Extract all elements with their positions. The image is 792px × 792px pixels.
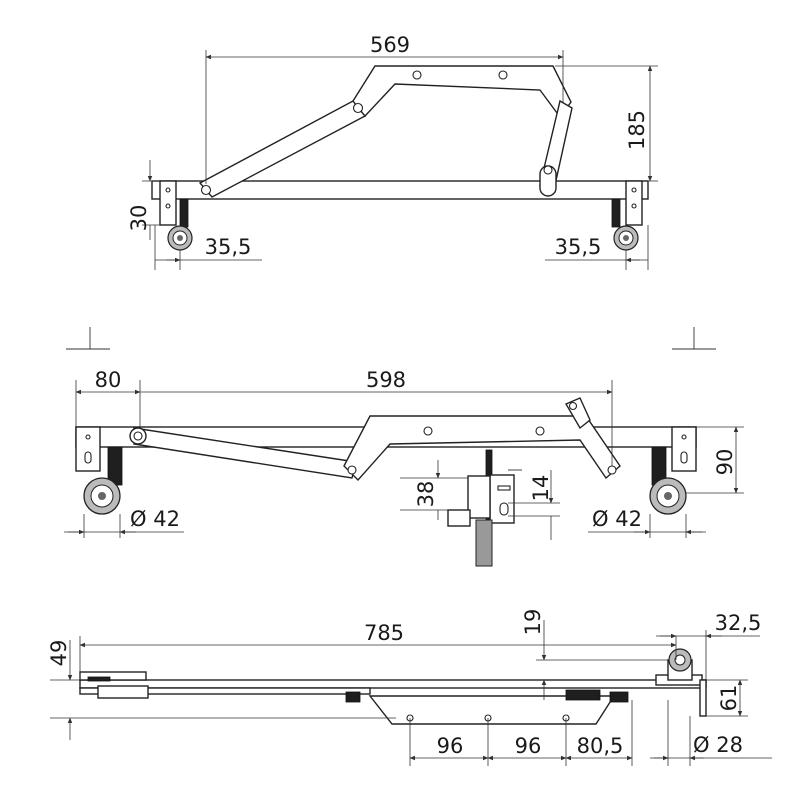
center-bracket [447, 449, 522, 567]
dim-80: 80 [95, 368, 122, 392]
dim-80-5: 80,5 [577, 734, 624, 758]
dim-569: 569 [370, 33, 410, 57]
side-left-bracket [75, 426, 101, 472]
bottom-wheel-assembly [655, 648, 707, 717]
dim-38: 38 [414, 481, 438, 508]
dim-30: 30 [127, 205, 151, 232]
dim-96-first: 96 [437, 734, 464, 758]
dim-785: 785 [364, 621, 404, 645]
dim-35-5-left: 35,5 [205, 235, 252, 259]
bottom-rail [79, 679, 707, 689]
top-left-bracket [159, 180, 177, 226]
top-base-rail [151, 180, 649, 200]
dim-90: 90 [713, 449, 737, 476]
bottom-plate [368, 695, 616, 725]
dim-dia-42-right: Ø 42 [592, 507, 642, 531]
dim-19: 19 [521, 609, 545, 636]
side-right-wheel [649, 477, 687, 515]
bottom-view: 785 49 19 32,5 61 96 96 80,5 [47, 609, 772, 766]
side-left-wheel [83, 477, 121, 515]
top-left-wheel [167, 225, 193, 251]
side-right-bracket [671, 426, 697, 472]
dim-14: 14 [529, 475, 553, 502]
dim-32-5: 32,5 [715, 611, 762, 635]
dim-49: 49 [47, 640, 71, 667]
dim-dia-28: Ø 28 [693, 733, 743, 757]
dim-dia-42-left: Ø 42 [130, 507, 180, 531]
side-view: 80 598 90 38 14 Ø 42 Ø 42 [64, 327, 744, 567]
top-right-wheel [613, 225, 639, 251]
dim-96-second: 96 [515, 734, 542, 758]
dim-35-5-right: 35,5 [555, 235, 602, 259]
top-left-spacer [179, 198, 189, 228]
top-plate [352, 65, 572, 119]
top-view: 569 185 30 35,5 35,5 [127, 33, 658, 270]
dim-185: 185 [625, 110, 649, 150]
side-top-plate [343, 415, 621, 482]
top-right-bracket [625, 180, 643, 226]
dim-598: 598 [366, 368, 406, 392]
dim-61: 61 [717, 685, 741, 712]
top-right-spacer [611, 198, 621, 228]
